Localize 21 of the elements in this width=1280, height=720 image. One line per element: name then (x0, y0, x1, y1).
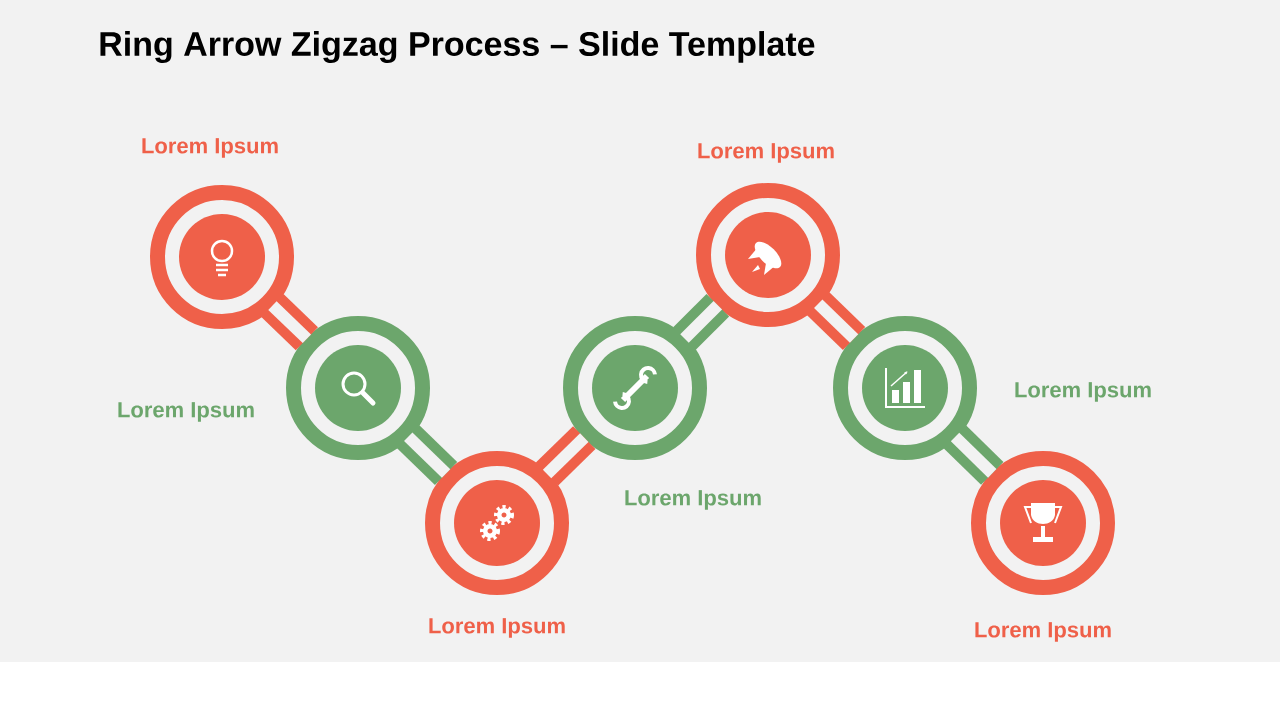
ring (971, 451, 1115, 595)
ring (150, 185, 294, 329)
ring (286, 316, 430, 460)
step-label: Lorem Ipsum (975, 622, 1111, 642)
step-label: Lorem Ipsum (698, 143, 834, 163)
step-label: Lorem Ipsum (429, 618, 565, 638)
step-label: Lorem Ipsum (1015, 382, 1151, 402)
ring (696, 183, 840, 327)
ring (425, 451, 569, 595)
ring-handle (943, 425, 1004, 485)
step-label: Lorem Ipsum (142, 138, 278, 158)
ring-handle (807, 292, 866, 350)
ring (833, 316, 977, 460)
step-label: Lorem Ipsum (625, 490, 761, 510)
slide-title: Ring Arrow Zigzag Process – Slide Template (100, 31, 815, 63)
ring-handle (673, 293, 730, 350)
ring (563, 316, 707, 460)
ring-handle (535, 426, 596, 486)
step-label: Lorem Ipsum (118, 402, 254, 422)
ring-handle (261, 294, 318, 351)
ring-handle (397, 425, 458, 485)
